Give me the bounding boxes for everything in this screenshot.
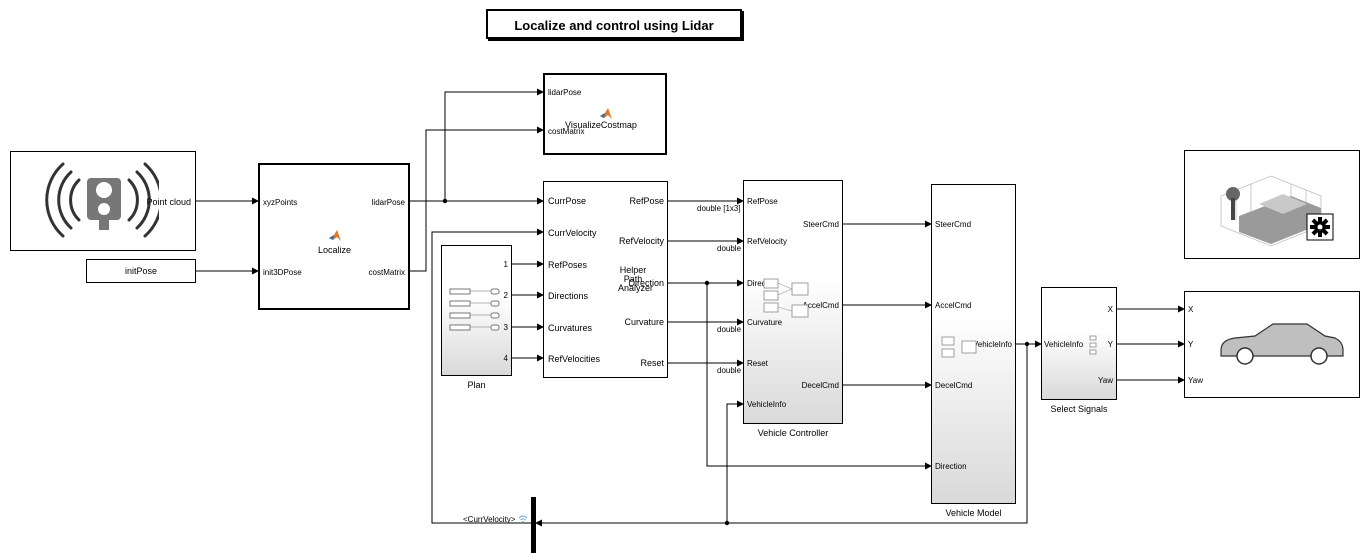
ctrl-in-vehicleinfo: VehicleInfo [747, 400, 787, 409]
plan-port-3: 3 [503, 323, 508, 332]
analyzer-out-refpose: RefPose [629, 196, 664, 206]
analyzer-out-refvelocity: RefVelocity [618, 236, 664, 246]
helper-path-analyzer-block[interactable]: CurrPose CurrVelocity RefPoses Direction… [543, 181, 668, 378]
vehicle-visualization-block[interactable]: X Y Yaw [1184, 291, 1360, 398]
vm-out-vehicleinfo: VehicleInfo [972, 340, 1012, 349]
wire-vehicleinfo-feedback [535, 344, 1028, 527]
ctrl-in-refvelocity: RefVelocity [747, 237, 788, 246]
port-vis-lidarpose: lidarPose [548, 88, 582, 97]
visualize-name: VisualizeCostmap [565, 120, 637, 130]
ctrl-in-curvature: Curvature [747, 318, 783, 327]
ss-out-yaw: Yaw [1098, 376, 1113, 385]
wire-direction-branch [706, 283, 932, 470]
wire-lidarpose-vis [444, 88, 544, 201]
label-curv-type: double [717, 325, 742, 334]
port-xyzpoints: xyzPoints [263, 198, 298, 207]
vm-in-decelcmd: DecelCmd [935, 381, 973, 390]
ctrl-in-reset: Reset [747, 359, 768, 368]
ss-out-y: Y [1107, 340, 1113, 349]
label-refvel-type: double [717, 244, 742, 253]
vm-in-steercmd: SteerCmd [935, 220, 972, 229]
ctrl-in-refpose: RefPose [747, 197, 778, 206]
ss-out-x: X [1107, 305, 1113, 314]
analyzer-out-reset: Reset [640, 358, 664, 368]
lidar-sensor-icon [45, 162, 159, 238]
diagram-title-box[interactable]: Localize and control using Lidar [486, 9, 742, 39]
plan-name: Plan [467, 380, 486, 390]
port-costmatrix: costMatrix [368, 268, 405, 277]
analyzer-out-direction: Direction [628, 278, 664, 288]
analyzer-in-refvelocities: RefVelocities [548, 354, 601, 364]
port-point-cloud: Point cloud [146, 197, 191, 207]
init-pose-label: initPose [124, 266, 158, 276]
analyzer-name-3: Analyzer [618, 283, 654, 293]
visualize-costmap-block[interactable]: lidarPose costMatrix VisualizeCostmap [543, 73, 667, 155]
select-signals-block[interactable]: VehicleInfo X Y Yaw [1041, 287, 1117, 400]
analyzer-in-directions: Directions [548, 291, 589, 301]
port-vis-costmatrix: costMatrix [548, 127, 585, 136]
controller-contents-icon [763, 278, 809, 318]
viz-in-yaw: Yaw [1188, 376, 1203, 385]
plan-port-2: 2 [503, 291, 508, 300]
ctrl-in-direction: Direction [747, 279, 779, 288]
ss-in-vehicleinfo: VehicleInfo [1044, 340, 1084, 349]
port-lidarpose: lidarPose [371, 198, 405, 207]
wire-currvelocity [431, 228, 544, 524]
vm-in-direction: Direction [935, 462, 967, 471]
init-pose-block[interactable]: initPose [86, 259, 196, 283]
vm-in-accelcmd: AccelCmd [935, 301, 972, 310]
plan-port-1: 1 [503, 260, 508, 269]
ctrl-out-decelcmd: DecelCmd [801, 381, 839, 390]
analyzer-name-1: Helper [619, 265, 647, 275]
plan-block[interactable]: 1 2 3 4 [441, 245, 512, 376]
viz-in-y: Y [1188, 340, 1194, 349]
select-signals-name: Select Signals [1050, 404, 1108, 414]
label-reset-type: double [717, 366, 742, 375]
analyzer-name-2: Path [623, 274, 643, 284]
analyzer-in-currvelocity: CurrVelocity [548, 228, 597, 238]
analyzer-in-refposes: RefPoses [548, 260, 588, 270]
point-cloud-block[interactable]: Point cloud [10, 151, 196, 251]
analyzer-out-curvature: Curvature [624, 317, 664, 327]
ctrl-out-accelcmd: AccelCmd [802, 301, 839, 310]
localize-block[interactable]: xyzPoints init3DPose lidarPose costMatri… [258, 163, 410, 310]
diagram-title: Localize and control using Lidar [514, 18, 714, 33]
label-refpose-dim: double [1x3] [697, 204, 741, 213]
bus-selector-icon [1089, 335, 1097, 355]
signal-wireless-icon [518, 515, 528, 523]
viz-in-x: X [1188, 305, 1194, 314]
analyzer-in-curvatures: Curvatures [548, 323, 593, 333]
bus-selector-label: <CurrVelocity> [463, 515, 516, 524]
parking-scene-config-icon [1220, 175, 1334, 247]
vehicle-icon [1220, 323, 1344, 365]
wire-vehicleinfo-ctrl [726, 400, 744, 523]
plan-port-4: 4 [503, 354, 508, 363]
port-init3dpose: init3DPose [263, 268, 302, 277]
vehicle-model-contents-icon [941, 336, 977, 358]
matlab-function-icon [600, 108, 612, 119]
ctrl-out-steercmd: SteerCmd [802, 220, 839, 229]
vehicle-controller-name: Vehicle Controller [757, 428, 829, 438]
wire-costmatrix [410, 126, 544, 272]
analyzer-in-currpose: CurrPose [548, 196, 587, 206]
localize-name: Localize [318, 245, 352, 255]
vehicle-controller-block[interactable]: RefPose RefVelocity Direction Curvature … [743, 180, 843, 424]
plan-contents-icon [449, 288, 500, 331]
bus-selector-bar[interactable] [531, 497, 536, 553]
vehicle-model-block[interactable]: SteerCmd AccelCmd DecelCmd Direction Veh… [931, 184, 1016, 504]
vehicle-model-name: Vehicle Model [945, 508, 1002, 518]
scene-config-block[interactable] [1184, 150, 1360, 259]
matlab-function-icon [329, 230, 341, 241]
